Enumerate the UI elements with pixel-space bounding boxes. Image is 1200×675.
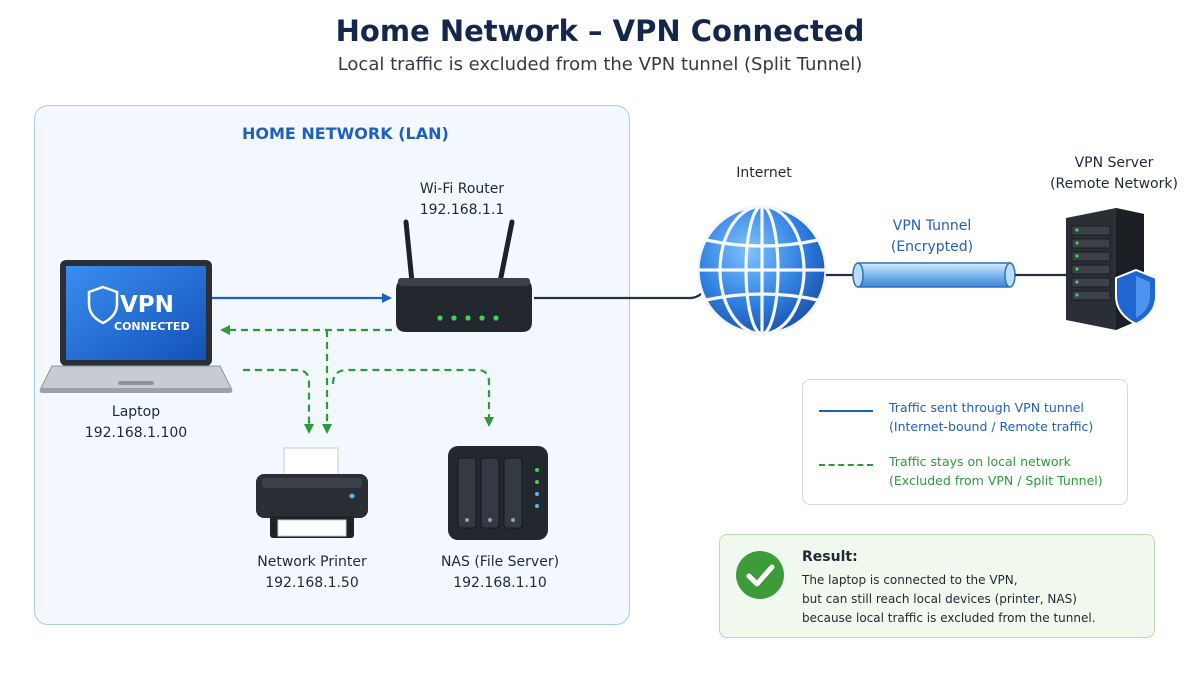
vpn-tunnel-tube: [852, 262, 1016, 288]
laptop-screen: VPN CONNECTED: [62, 262, 210, 362]
laptop-name: Laptop: [111, 404, 161, 420]
local-traffic-paths: [220, 325, 494, 434]
printer-icon: [256, 447, 368, 538]
printer-name: Network Printer: [257, 554, 367, 570]
laptop-screen-status: CONNECTED: [114, 320, 190, 333]
checkmark-icon: [736, 551, 784, 599]
result-line-2: but can still reach local devices (print…: [802, 592, 1077, 606]
result-line-1: The laptop is connected to the VPN,: [802, 573, 1018, 587]
lan-title: HOME NETWORK (LAN): [242, 124, 449, 143]
result-line-3: because local traffic is excluded from t…: [802, 611, 1096, 625]
router-name: Wi-Fi Router: [419, 181, 505, 197]
legend-vpn-line: [819, 410, 873, 412]
router-icon: [396, 219, 532, 332]
nas-ip: 192.168.1.10: [453, 575, 547, 591]
legend: Traffic sent through VPN tunnel (Interne…: [802, 379, 1128, 505]
laptop-icon: [39, 260, 233, 393]
internet-cable: [534, 281, 711, 300]
nas-icon: [448, 446, 548, 540]
legend-vpn-text: Traffic sent through VPN tunnel (Interne…: [889, 398, 1093, 436]
legend-local-text: Traffic stays on local network (Excluded…: [889, 452, 1103, 490]
laptop-label: Laptop 192.168.1.100: [56, 402, 216, 444]
legend-local-line1: Traffic stays on local network: [889, 454, 1071, 469]
tunnel-name: VPN Tunnel: [892, 218, 972, 234]
legend-local-line2: (Excluded from VPN / Split Tunnel): [889, 473, 1103, 488]
legend-vpn-line1: Traffic sent through VPN tunnel: [889, 400, 1084, 415]
nas-name: NAS (File Server): [440, 554, 560, 570]
printer-label: Network Printer 192.168.1.50: [232, 552, 392, 594]
result-body: The laptop is connected to the VPN, but …: [802, 571, 1096, 628]
result-title: Result:: [802, 549, 858, 565]
laptop-ip: 192.168.1.100: [84, 425, 188, 441]
legend-local-line: [819, 464, 873, 466]
vpn-server-name: VPN Server: [1074, 155, 1154, 171]
tunnel-label: VPN Tunnel (Encrypted): [862, 216, 1002, 258]
internet-name: Internet: [736, 165, 792, 181]
globe-icon: [696, 204, 828, 336]
printer-ip: 192.168.1.50: [265, 575, 359, 591]
router-ip: 192.168.1.1: [419, 202, 505, 218]
tunnel-sub: (Encrypted): [890, 239, 974, 255]
result-panel: Result: The laptop is connected to the V…: [719, 534, 1155, 638]
legend-vpn-line2: (Internet-bound / Remote traffic): [889, 419, 1094, 434]
nas-label: NAS (File Server) 192.168.1.10: [418, 552, 582, 594]
laptop-screen-title: VPN: [120, 292, 174, 318]
legend-vpn: Traffic sent through VPN tunnel (Interne…: [819, 398, 1119, 438]
internet-label: Internet: [714, 163, 814, 184]
page-title: Home Network – VPN Connected: [335, 14, 865, 48]
page-subtitle: Local traffic is excluded from the VPN t…: [337, 54, 863, 75]
server-shield-icon: [1115, 268, 1157, 326]
vpn-server-sub: (Remote Network): [1050, 176, 1178, 192]
vpn-server-label: VPN Server (Remote Network): [1034, 153, 1194, 195]
legend-local: Traffic stays on local network (Excluded…: [819, 452, 1119, 492]
router-label: Wi-Fi Router 192.168.1.1: [382, 179, 542, 221]
shield-icon: [87, 285, 119, 325]
